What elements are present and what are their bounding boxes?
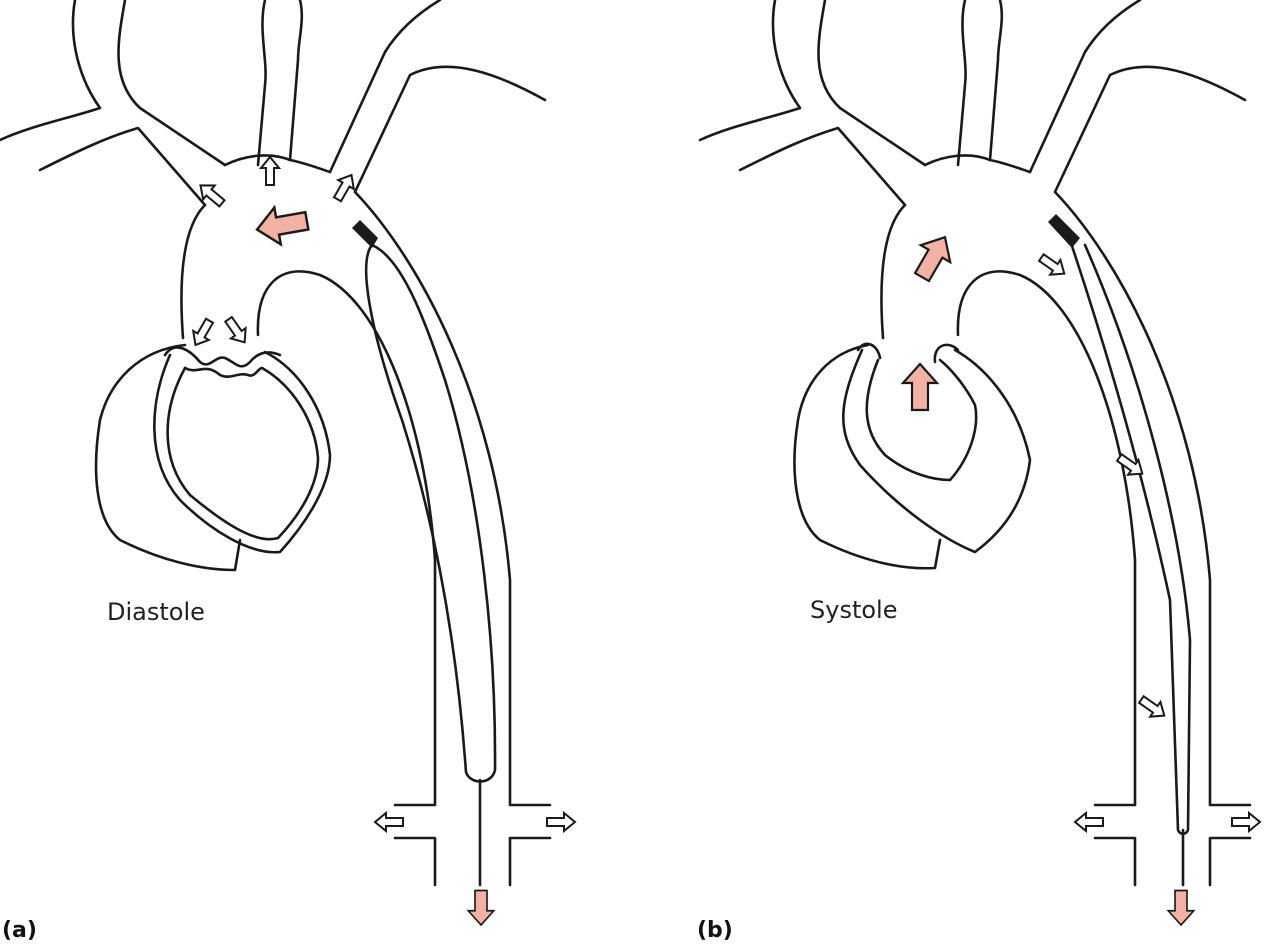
ejection-flow-arrow-icon <box>901 362 939 412</box>
flow-arrow-icon <box>1135 691 1171 724</box>
ejection-flow-arrow-icon <box>906 227 961 287</box>
flow-arrow-icon <box>1231 812 1261 832</box>
flow-arrow-icon <box>260 156 280 186</box>
catheter-tip-icon <box>352 220 378 248</box>
flow-arrow-icon <box>193 177 229 212</box>
retrograde-flow-arrow-icon <box>252 201 312 250</box>
panel-b-systole <box>698 0 1261 926</box>
aorta-outline <box>698 0 1252 887</box>
deflated-balloon <box>1068 238 1192 836</box>
panel-a-diastole <box>0 0 576 926</box>
flow-arrow-icon <box>1074 812 1104 832</box>
catheter-tip-icon <box>1048 214 1080 248</box>
flow-arrow-icon <box>328 169 361 205</box>
panel-a-tag: (a) <box>2 918 37 943</box>
heart <box>94 343 332 572</box>
downstream-flow-arrow-icon <box>467 889 495 926</box>
flow-arrow-icon <box>374 812 404 832</box>
downstream-flow-arrow-icon <box>1167 889 1195 926</box>
flow-arrow-icon <box>546 812 576 832</box>
flow-arrow-icon <box>220 313 253 349</box>
heart <box>793 342 1032 570</box>
panel-b-tag: (b) <box>697 918 733 943</box>
systole-label: Systole <box>810 596 898 624</box>
flow-arrow-icon <box>1035 249 1071 282</box>
diastole-label: Diastole <box>107 598 205 626</box>
flow-arrow-icon <box>186 315 219 351</box>
aorta-outline <box>0 0 552 887</box>
